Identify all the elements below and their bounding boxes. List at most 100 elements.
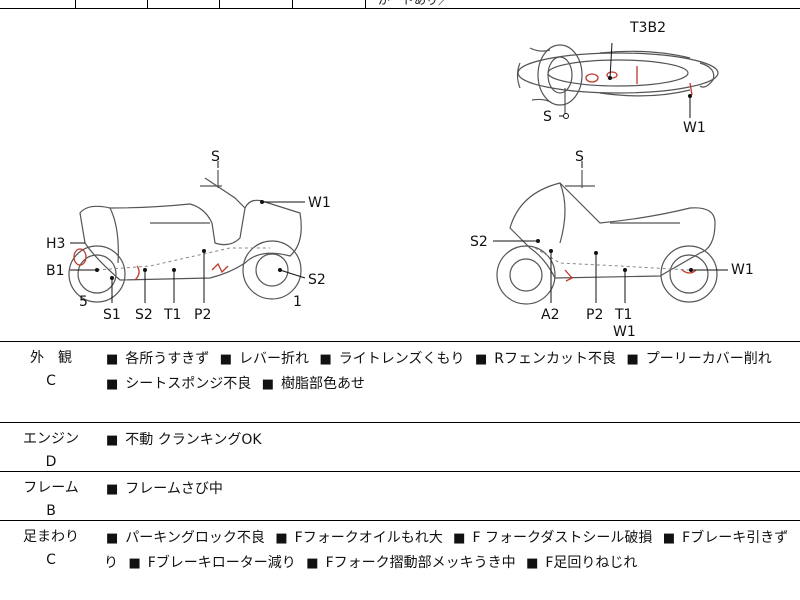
condition-text: Fブレーキローター減り <box>147 555 296 571</box>
section-items: ■ 各所うすきず ■レバー折れ ■ ライトレンズくもり ■ Rフェンカット不良 ■ プー… <box>104 347 792 397</box>
condition-item: ■ Fフォークオイルもれ大 <box>273 530 442 546</box>
condition-text: パーキングロック不良 <box>125 530 265 546</box>
label-right-w1-bottom: W1 <box>613 324 636 340</box>
square-bullet-icon: ■ <box>526 556 539 571</box>
label-left-t1: T1 <box>163 307 181 323</box>
section-category: 外 観 C <box>16 347 86 393</box>
label-b1: B1 <box>46 263 65 279</box>
header-cell <box>292 0 366 8</box>
label-top-s: S <box>543 109 552 125</box>
label-left-w1: W1 <box>308 195 331 211</box>
square-bullet-icon: ■ <box>453 531 466 546</box>
header-fragment: がードあり／ーー <box>378 0 475 7</box>
label-right-s2: S2 <box>470 234 488 250</box>
label-left-s: S <box>211 149 220 165</box>
section-exterior: 外 観 C ■ 各所うすきず ■レバー折れ ■ ライトレンズくもり ■ Rフェンカット… <box>0 342 800 423</box>
condition-text: シートスポンジ不良 <box>125 376 252 392</box>
label-right-p2: P2 <box>586 307 603 323</box>
condition-item: ■ パーキングロック不良 <box>104 530 265 546</box>
condition-text: Fフォークオイルもれ大 <box>294 530 443 546</box>
label-h3: H3 <box>46 236 65 252</box>
square-bullet-icon: ■ <box>128 556 141 571</box>
section-items: ■ パーキングロック不良 ■ Fフォークオイルもれ大 ■ F フォークダストシール破損… <box>104 526 792 576</box>
category-label: エンジン <box>23 431 79 447</box>
label-right-w1: W1 <box>731 262 754 278</box>
condition-text: 各所うすきず <box>125 351 210 367</box>
section-category: エンジン D <box>16 428 86 474</box>
label-s1: S1 <box>103 307 121 323</box>
section-engine: エンジン D ■不動 クランキングOK <box>0 423 800 472</box>
condition-item: ■ 各所うすきず <box>104 351 209 367</box>
condition-item: ■ 樹脂部色あせ <box>260 376 365 392</box>
label-top-w1: W1 <box>683 120 706 136</box>
condition-item: ■ F足回りねじれ <box>524 555 637 571</box>
section-items: ■ フレームさび中 <box>104 477 792 502</box>
category-label: 外 観 <box>30 350 72 366</box>
scooter-diagram-svg: T3B2 S W1 S W1 H3 B1 S2 5 1 S1 S2 T1 P2 … <box>46 20 754 340</box>
label-a2: A2 <box>541 307 559 323</box>
label-num-5: 5 <box>79 294 88 310</box>
condition-item: ■ ライトレンズくもり <box>318 351 465 367</box>
section-items: ■不動 クランキングOK <box>104 428 792 453</box>
condition-text: ライトレンズくもり <box>338 351 465 367</box>
square-bullet-icon: ■ <box>106 377 119 392</box>
condition-text: Fブレーキ引きずり <box>104 530 789 571</box>
square-bullet-icon: ■ <box>474 352 488 367</box>
condition-item: ■ Fブレーキローター減り <box>126 555 295 571</box>
category-grade: C <box>46 552 56 568</box>
square-bullet-icon: ■ <box>275 531 288 546</box>
condition-text: 不動 クランキングOK <box>125 432 262 448</box>
right-view-scooter <box>496 170 718 305</box>
condition-text: F足回りねじれ <box>545 555 638 571</box>
label-right-s: S <box>575 149 584 165</box>
damage-diagram: T3B2 S W1 S W1 H3 B1 S2 5 1 S1 S2 T1 P2 … <box>0 8 800 342</box>
condition-text: Rフェンカット不良 <box>494 351 617 367</box>
condition-item: ■ F フォークダストシール破損 <box>451 530 652 546</box>
label-left-p2: P2 <box>194 307 211 323</box>
header-cell <box>75 0 148 8</box>
condition-item: ■不動 クランキングOK <box>104 432 262 448</box>
condition-text: Fフォーク摺動部メッキうき中 <box>325 555 516 571</box>
label-t3b2: T3B2 <box>629 20 666 36</box>
condition-text: プーリーカバー削れ <box>645 351 772 367</box>
condition-text: F フォークダストシール破損 <box>472 530 653 546</box>
label-right-t1: T1 <box>614 307 632 323</box>
header-strip: がードあり／ーー <box>0 0 800 9</box>
square-bullet-icon: ■ <box>626 352 639 367</box>
condition-item: ■ Rフェンカット不良 <box>473 351 616 367</box>
category-label: 足まわり <box>23 529 79 545</box>
condition-text: フレームさび中 <box>125 481 223 497</box>
square-bullet-icon: ■ <box>261 377 275 392</box>
section-category: フレーム B <box>16 477 86 523</box>
category-grade: D <box>45 454 57 470</box>
condition-item: ■ フレームさび中 <box>104 481 223 497</box>
condition-item: ■ プーリーカバー削れ <box>624 351 771 367</box>
square-bullet-icon: ■ <box>662 531 676 546</box>
condition-item: ■Fブレーキ引きずり <box>104 530 788 571</box>
left-view-scooter <box>68 170 302 303</box>
section-category: 足まわり C <box>16 526 86 572</box>
section-frame: フレーム B ■ フレームさび中 <box>0 472 800 521</box>
label-left-s2-right: S2 <box>308 272 326 288</box>
top-view-scooter <box>516 44 719 116</box>
label-left-s2: S2 <box>135 307 153 323</box>
condition-item: ■ Fフォーク摺動部メッキうき中 <box>304 555 515 571</box>
condition-item: ■レバー折れ <box>218 351 309 367</box>
header-cell <box>219 0 293 8</box>
category-grade: C <box>46 373 56 389</box>
label-num-1: 1 <box>293 294 302 310</box>
category-label: フレーム <box>23 480 79 496</box>
square-bullet-icon: ■ <box>306 556 319 571</box>
square-bullet-icon: ■ <box>106 531 119 546</box>
condition-text: 樹脂部色あせ <box>281 376 366 392</box>
square-bullet-icon: ■ <box>219 352 233 367</box>
header-cell <box>147 0 220 8</box>
square-bullet-icon: ■ <box>106 482 119 497</box>
square-bullet-icon: ■ <box>319 352 332 367</box>
category-grade: B <box>46 503 56 519</box>
section-suspension: 足まわり C ■ パーキングロック不良 ■ Fフォークオイルもれ大 ■ F フォークダ… <box>0 521 800 600</box>
header-cell <box>0 0 76 8</box>
condition-item: ■ シートスポンジ不良 <box>104 376 251 392</box>
square-bullet-icon: ■ <box>106 352 119 367</box>
